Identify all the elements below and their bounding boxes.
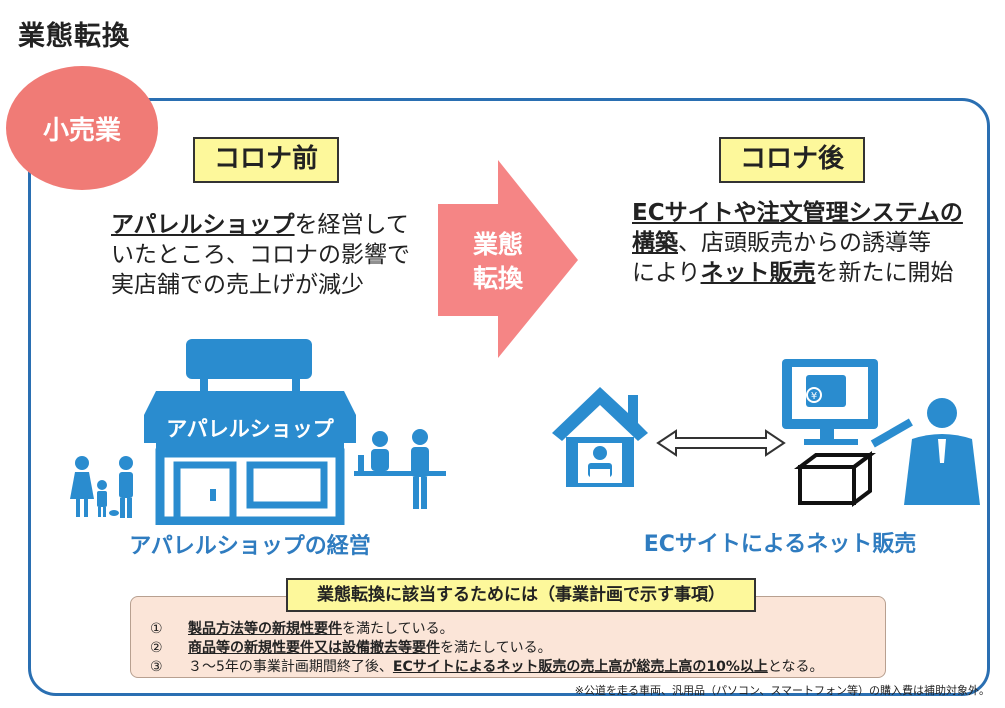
requirements-title: 業態転換に該当するためには（事業計画で示す事項）: [286, 578, 756, 612]
arrow-label: 業態 転換: [458, 228, 538, 296]
req-3-pre: ３～5年の事業計画期間終了後、: [188, 659, 393, 675]
page-title: 業態転換: [18, 21, 130, 52]
transition-arrow: [438, 160, 578, 358]
apparel-shop-illustration: アパレルショップ: [70, 339, 446, 525]
after-desc-bold3: ネット販売: [700, 260, 816, 286]
ec-sales-illustration: ¥: [552, 359, 980, 507]
before-desc-text1: を経営して: [294, 212, 409, 238]
content-frame: [28, 98, 990, 696]
shop-caption: アパレルショップの経営: [129, 534, 371, 559]
after-desc-bold1: ECサイトや注文管理システムの: [632, 200, 963, 226]
after-desc-bold2: 構築: [632, 230, 678, 256]
before-desc-line2: いたところ、コロナの影響で: [111, 242, 410, 268]
before-description: アパレルショップを経営して いたところ、コロナの影響で 実店舗での売上げが減少: [111, 210, 431, 300]
req-2-num: ②: [150, 640, 163, 656]
shop-sign-text: アパレルショップ: [166, 417, 335, 441]
requirement-item-3: ③ ３～5年の事業計画期間終了後、ECサイトによるネット販売の売上高が総売上高の1…: [150, 658, 823, 676]
ec-caption: ECサイトによるネット販売: [643, 532, 917, 557]
industry-badge: 小売業: [6, 66, 158, 190]
req-3-num: ③: [150, 659, 163, 675]
after-desc-text3b: を新たに開始: [815, 260, 954, 286]
arrow-label-line2: 転換: [472, 264, 523, 293]
after-desc-text2: 、店頭販売からの誘導等: [678, 230, 931, 256]
req-1-bold: 製品方法等の新規性要件: [188, 621, 342, 637]
after-desc-text3a: により: [632, 260, 701, 286]
industry-badge-label: 小売業: [42, 115, 121, 146]
before-desc-line3: 実店舗での売上げが減少: [111, 272, 364, 298]
req-1-text: を満たしている。: [342, 621, 454, 637]
before-corona-label: コロナ前: [193, 137, 339, 183]
req-3-bold: ECサイトによるネット販売の売上高が総売上高の10%以上: [392, 659, 768, 675]
req-2-text: を満たしている。: [440, 640, 552, 656]
req-2-bold: 商品等の新規性要件又は設備撤去等要件: [188, 640, 440, 656]
after-corona-label: コロナ後: [719, 137, 865, 183]
arrow-label-line1: 業態: [472, 230, 523, 259]
footnote: ※公道を走る車両、汎用品（パソコン、スマートフォン等）の購入費は補助対象外。: [574, 684, 990, 697]
svg-text:¥: ¥: [811, 391, 817, 402]
req-1-num: ①: [150, 621, 163, 637]
after-description: ECサイトや注文管理システムの 構築、店頭販売からの誘導等 によりネット販売を新…: [632, 198, 992, 288]
req-3-text: となる。: [767, 659, 824, 675]
before-desc-bold: アパレルショップ: [111, 212, 295, 238]
requirement-item-1: ① 製品方法等の新規性要件を満たしている。: [150, 620, 454, 638]
requirement-item-2: ② 商品等の新規性要件又は設備撤去等要件を満たしている。: [150, 639, 552, 657]
